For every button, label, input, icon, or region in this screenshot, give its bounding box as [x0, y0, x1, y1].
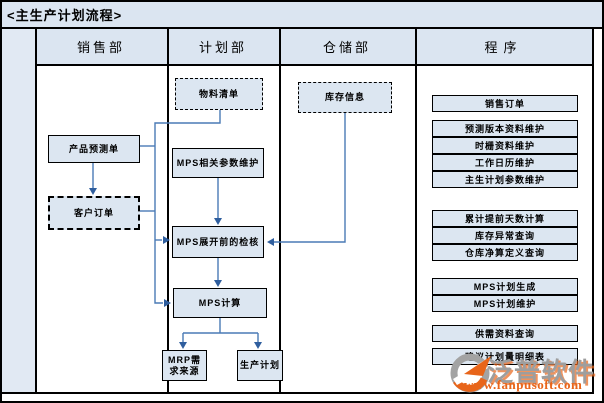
node-mps-calculation: MPS计算 — [173, 288, 267, 318]
node-pre-mps-check: MPS展开前的检核 — [172, 226, 264, 258]
node-production-plan: 生产计划 — [237, 350, 283, 381]
lane-divider — [167, 29, 169, 394]
node-mps-plan-generation: MPS计划生成 — [432, 278, 578, 295]
left-margin-column — [2, 29, 35, 392]
node-supply-demand-query: 供需资料查询 — [432, 325, 578, 342]
node-suggested-plan-detail: 建议计划量明细表 — [432, 348, 578, 365]
lane-header-warehouse: 仓储部 — [279, 29, 415, 66]
node-forecast-version-maintenance: 预测版本资料维护 — [432, 120, 578, 137]
node-product-forecast: 产品预测单 — [48, 135, 140, 163]
node-time-fence-maintenance: 时栅资料维护 — [432, 137, 578, 154]
lane-header-program: 程序 — [415, 29, 592, 66]
node-mps-plan-maintenance: MPS计划维护 — [432, 295, 578, 312]
node-cumulative-leadtime-calc: 累计提前天数计算 — [432, 210, 578, 227]
lane-header-sales: 销售部 — [35, 29, 167, 66]
node-warehouse-netting-query: 仓库净算定义查询 — [432, 244, 578, 261]
node-bom: 物料清单 — [175, 78, 263, 110]
node-mps-param-maintenance: MPS相关参数维护 — [172, 148, 264, 178]
node-inventory-exception-query: 库存异常查询 — [432, 227, 578, 244]
node-sales-order: 销售订单 — [432, 95, 578, 112]
node-inventory-info: 库存信息 — [298, 82, 392, 113]
node-mps-parameter-maintenance: 主生计划参数维护 — [432, 171, 578, 188]
node-work-calendar-maintenance: 工作日历维护 — [432, 154, 578, 171]
lane-divider — [35, 29, 37, 394]
node-mrp-demand-source: MRP需求来源 — [162, 350, 207, 381]
lane-header-planning: 计划部 — [167, 29, 279, 66]
lane-divider — [415, 29, 417, 394]
diagram-title: <主生产计划流程> — [2, 2, 602, 29]
lane-divider — [279, 29, 281, 394]
node-customer-order: 客户订单 — [48, 196, 140, 230]
